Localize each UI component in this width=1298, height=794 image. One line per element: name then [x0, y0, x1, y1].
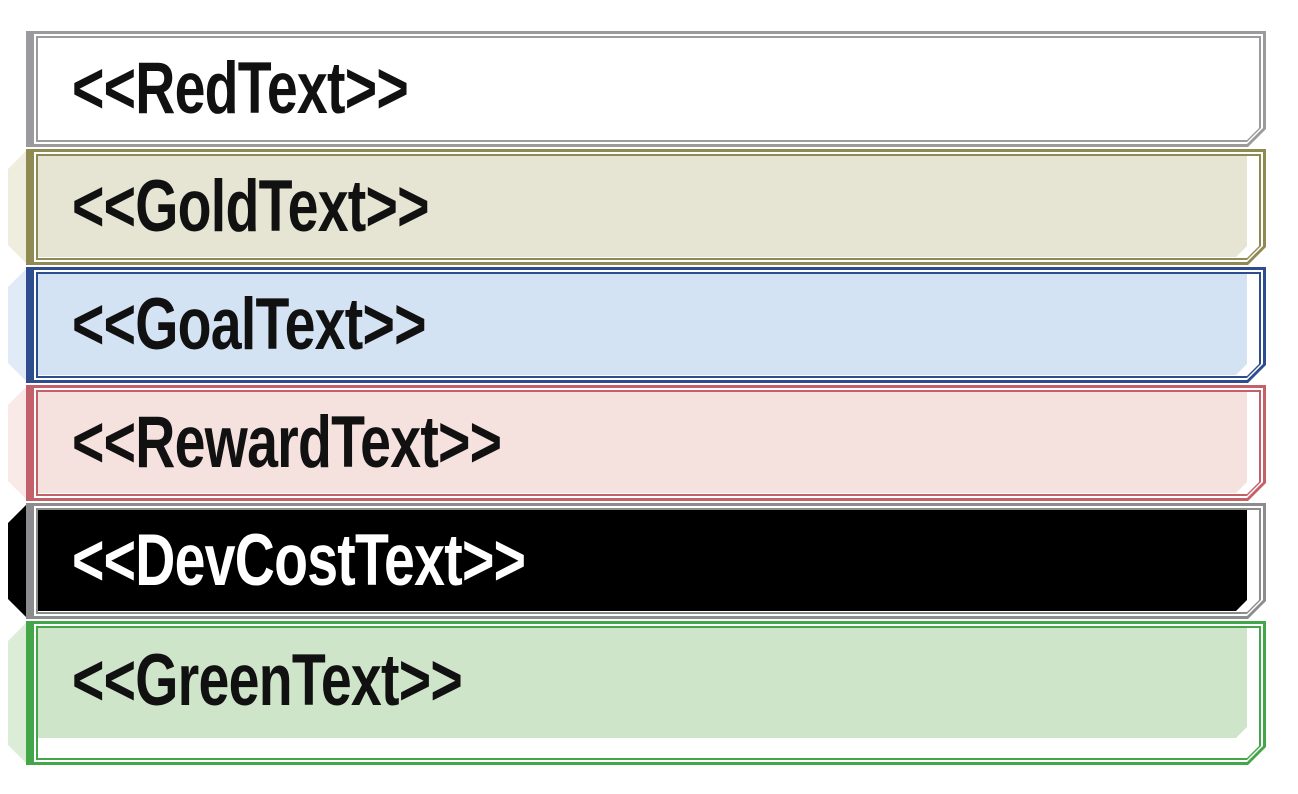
banner-fill — [38, 510, 1247, 611]
banner-plate — [26, 149, 1266, 265]
banner-green-text[interactable]: <<GreenText>> — [0, 621, 1298, 765]
banner-red-text[interactable]: <<RedText>> — [0, 31, 1298, 147]
banner-fill — [38, 156, 1247, 257]
banner-plate — [26, 503, 1266, 619]
banner-fill — [38, 274, 1247, 375]
banner-plate — [26, 621, 1266, 765]
banner-fill — [38, 38, 1247, 139]
banner-devcost-text[interactable]: <<DevCostText>> — [0, 503, 1298, 619]
banner-gold-text[interactable]: <<GoldText>> — [0, 149, 1298, 265]
banner-plate — [26, 385, 1266, 501]
banner-goal-text[interactable]: <<GoalText>> — [0, 267, 1298, 383]
banner-plate — [26, 31, 1266, 147]
banner-fill — [38, 392, 1247, 493]
banner-reward-text[interactable]: <<RewardText>> — [0, 385, 1298, 501]
banner-fill — [38, 628, 1247, 738]
banner-plate — [26, 267, 1266, 383]
